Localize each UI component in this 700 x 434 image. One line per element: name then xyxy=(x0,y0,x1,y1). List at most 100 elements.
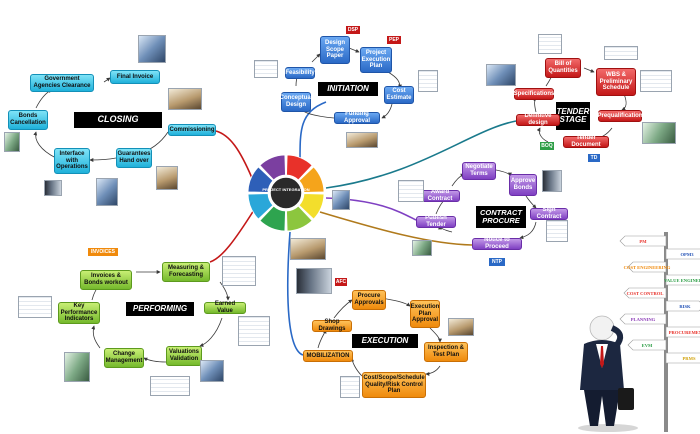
signpost-board: VALUE ENGINEERING xyxy=(664,274,700,286)
photo-thumbnail xyxy=(200,360,224,382)
wheel-segment xyxy=(298,193,325,220)
node-earned-value[interactable]: Earned Value xyxy=(204,301,246,314)
photo-thumbnail xyxy=(412,240,432,256)
node-project-execution-plan[interactable]: Project Execution Plan xyxy=(360,47,392,73)
signpost-board: EVM xyxy=(627,339,667,351)
node-cost-scope-schedule-plan[interactable]: Cost/Scope/Schedule Quality/Risk Control… xyxy=(362,372,426,398)
node-final-invoice[interactable]: Final Invoice xyxy=(110,70,160,84)
node-inspection-test-plan[interactable]: Inspection & Test Plan xyxy=(424,342,468,362)
photo-thumbnail xyxy=(156,166,178,190)
node-valuations-validation[interactable]: Valuations Validation xyxy=(166,346,202,366)
node-key-performance-indicators[interactable]: Key Performance Indicators xyxy=(58,302,100,324)
node-conceptual-design[interactable]: Conceptual Design xyxy=(280,92,312,112)
photo-thumbnail xyxy=(96,178,118,206)
wheel-segment xyxy=(259,205,286,232)
node-approve-bonds[interactable]: Approve Bonds xyxy=(509,174,537,196)
node-notice-to-proceed[interactable]: Notice to Proceed xyxy=(472,237,522,250)
node-specifications[interactable]: Specifications xyxy=(514,88,554,100)
node-feasibility[interactable]: Feasibility xyxy=(285,67,315,79)
performing-banner: PERFORMING xyxy=(126,302,194,316)
closing-banner: CLOSING xyxy=(74,112,162,128)
photo-thumbnail xyxy=(332,190,350,210)
signpost-board: COST ENGINEERING xyxy=(624,261,671,273)
wheel-segment xyxy=(286,205,313,232)
node-wbs-preliminary-schedule[interactable]: WBS & Preliminary Schedule xyxy=(596,68,636,96)
contract-banner: CONTRACT PROCURE xyxy=(476,206,526,228)
branch-execution xyxy=(287,231,304,356)
node-commissioning[interactable]: Commissioning xyxy=(168,124,216,136)
signpost-board-label: COST ENGINEERING xyxy=(624,265,671,270)
person-tie xyxy=(600,346,604,368)
photo-thumbnail xyxy=(418,70,438,92)
node-change-management[interactable]: Change Management xyxy=(104,348,144,368)
photo-thumbnail xyxy=(398,180,424,202)
signpost-board-label: OPM3 xyxy=(680,252,694,257)
photo-thumbnail xyxy=(542,170,562,192)
hub-label: PROJECT INTEGRATION xyxy=(262,187,309,192)
node-shop-drawings[interactable]: Shop Drawings xyxy=(312,319,352,332)
wheel-segments xyxy=(247,154,325,232)
branch-contract-notice xyxy=(319,211,473,246)
wheel-segment xyxy=(286,154,313,181)
photo-thumbnail xyxy=(4,132,20,152)
signpost-board: COST CONTROL xyxy=(623,287,667,299)
wheel-segment xyxy=(298,166,325,193)
photo-thumbnail xyxy=(138,35,166,63)
signpost-board-label: EVM xyxy=(642,343,653,348)
photo-thumbnail xyxy=(290,238,326,260)
signpost-board: PROCUREMENT xyxy=(665,326,700,338)
wheel-segment xyxy=(247,193,274,220)
branch-closing xyxy=(215,130,253,179)
execution-banner: EXECUTION xyxy=(352,334,418,348)
node-award-contract[interactable]: Award Contract xyxy=(420,189,460,202)
tag-invoices: INVOICES xyxy=(88,248,118,256)
node-bill-of-quantities[interactable]: Bill of Quantities xyxy=(545,58,581,78)
signpost-board-label: PRMS xyxy=(682,356,695,361)
photo-thumbnail xyxy=(640,70,672,92)
photo-thumbnail xyxy=(44,180,62,196)
wheel-segment xyxy=(247,166,274,193)
node-interface-with-operations[interactable]: Interface with Operations xyxy=(54,148,90,174)
signpost-board: OPM3 xyxy=(665,248,700,260)
node-guarantees-hand-over[interactable]: Guarantees Hand over xyxy=(116,148,152,168)
briefcase-icon xyxy=(618,388,634,410)
node-design-scope-paper[interactable]: Design Scope Paper xyxy=(320,36,350,64)
hub-core xyxy=(269,176,303,210)
node-procure-approvals[interactable]: Procure Approvals xyxy=(352,290,386,310)
photo-thumbnail xyxy=(340,376,360,398)
node-measuring-forecasting[interactable]: Measuring & Forecasting xyxy=(162,262,210,282)
photo-thumbnail xyxy=(222,256,256,286)
signpost-board-label: PROCUREMENT xyxy=(669,330,700,335)
tag-pep: PEP xyxy=(387,36,401,44)
photo-thumbnail xyxy=(18,296,52,318)
photo-thumbnail xyxy=(296,268,332,294)
node-definitive-design[interactable]: Definitive design xyxy=(516,113,560,126)
node-government-agencies-clearance[interactable]: Government Agencies Clearance xyxy=(30,74,94,92)
signpost-board-label: RISK xyxy=(679,304,691,309)
branch-initiation xyxy=(299,101,327,161)
signpost-board-label: COST CONTROL xyxy=(627,291,664,296)
node-tender-document[interactable]: Tender Document xyxy=(563,135,609,148)
node-execution-plan-approval[interactable]: Execution Plan Approval xyxy=(410,300,440,328)
photo-thumbnail xyxy=(448,318,474,336)
node-sign-contract[interactable]: Sign Contract xyxy=(530,207,568,220)
branch-performing xyxy=(209,209,255,263)
person-head xyxy=(589,315,615,341)
signpost-board: RISK xyxy=(665,300,700,312)
photo-thumbnail xyxy=(238,316,270,346)
node-cost-estimate[interactable]: Cost Estimate xyxy=(384,86,414,104)
node-funding-approval[interactable]: Funding Approval xyxy=(334,111,380,124)
photo-thumbnail xyxy=(254,60,278,78)
photo-thumbnail xyxy=(486,64,516,86)
node-negotiate-terms[interactable]: Negotiate Terms xyxy=(462,162,496,180)
node-mobilization[interactable]: MOBILIZATION xyxy=(303,350,353,362)
node-prequalification[interactable]: Prequalification xyxy=(598,110,643,122)
node-bonds-cancellation[interactable]: Bonds Cancellation xyxy=(8,110,48,130)
node-invoices-bonds-workout[interactable]: Invoices & Bonds workout xyxy=(80,270,132,290)
node-publish-tender[interactable]: Publish Tender xyxy=(416,215,456,228)
signpost-board: PM xyxy=(619,235,667,247)
signpost-board: PLANNING xyxy=(619,313,667,325)
